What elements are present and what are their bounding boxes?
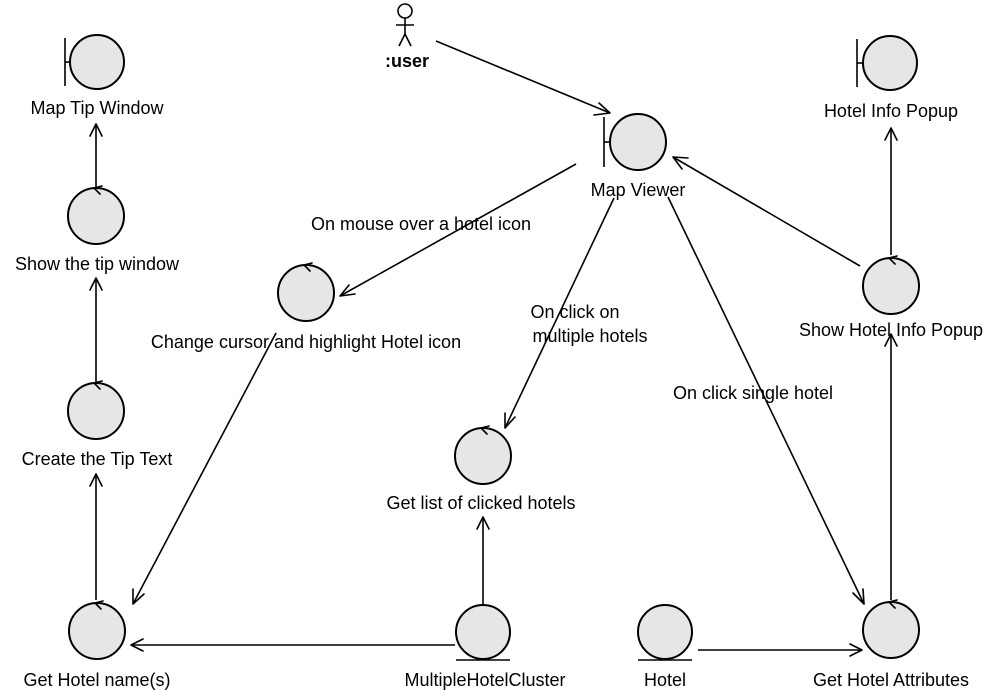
control-label: Get Hotel name(s) <box>23 670 170 690</box>
show-popup-to-map-viewer-connector <box>672 156 861 267</box>
control-label: Get Hotel Attributes <box>813 670 969 690</box>
entity-multiple-hotel-cluster: MultipleHotelCluster <box>404 604 566 690</box>
boundary-icon <box>64 34 125 90</box>
control-icon <box>67 380 125 440</box>
flow-label-mouse-over: On mouse over a hotel icon <box>311 214 531 234</box>
boundary-label: Map Viewer <box>591 180 686 200</box>
entity-label: MultipleHotelCluster <box>404 670 565 690</box>
control-label: Create the Tip Text <box>22 449 173 469</box>
flow-labels: On mouse over a hotel icon On click on m… <box>311 214 833 403</box>
create-tip-text-to-show-tip-connector <box>89 277 103 384</box>
connectors <box>89 40 898 657</box>
entity-hotel: Hotel <box>637 604 693 690</box>
control-label: Get list of clicked hotels <box>386 493 575 513</box>
map-viewer-to-get-clicked-hotels-connector <box>504 197 615 429</box>
boundary-label: Hotel Info Popup <box>824 101 958 121</box>
control-label: Show Hotel Info Popup <box>799 320 983 340</box>
control-get-hotel-names: Get Hotel name(s) <box>23 600 171 690</box>
map-viewer-to-get-hotel-attributes-connector <box>667 196 865 605</box>
get-names-to-create-tip-text-connector <box>89 473 103 600</box>
get-attributes-to-show-popup-connector <box>884 333 898 600</box>
stick-figure-icon <box>396 3 414 47</box>
map-viewer-to-change-cursor-connector <box>339 163 577 297</box>
control-show-hotel-info-popup: Show Hotel Info Popup <box>799 255 983 340</box>
user-actor: :user <box>385 3 429 71</box>
boundary-hotel-info-popup: Hotel Info Popup <box>824 35 958 121</box>
boundary-map-viewer: Map Viewer <box>591 113 686 200</box>
control-icon <box>862 255 920 315</box>
flow-label-click-single: On click single hotel <box>673 383 833 403</box>
control-change-cursor: Change cursor and highlight Hotel icon <box>151 262 461 352</box>
control-create-tip-text: Create the Tip Text <box>22 380 173 469</box>
boundary-label: Map Tip Window <box>30 98 164 118</box>
control-show-tip-window: Show the tip window <box>15 185 180 274</box>
boundary-icon <box>603 113 667 171</box>
show-popup-to-hotel-info-popup-connector <box>884 127 898 255</box>
entity-label: Hotel <box>644 670 686 690</box>
control-get-clicked-hotels: Get list of clicked hotels <box>386 425 576 513</box>
boundary-icon <box>856 35 918 91</box>
control-label: Show the tip window <box>15 254 180 274</box>
entity-icon <box>637 604 693 661</box>
change-cursor-to-get-hotel-names-connector <box>132 332 277 605</box>
control-icon <box>68 600 126 660</box>
boundary-map-tip-window: Map Tip Window <box>30 34 165 118</box>
control-icon <box>454 425 512 485</box>
flow-label-click-multiple-line1: On click on <box>530 302 619 322</box>
control-icon <box>277 262 335 322</box>
control-label: Change cursor and highlight Hotel icon <box>151 332 461 352</box>
control-get-hotel-attributes: Get Hotel Attributes <box>813 599 969 690</box>
control-icon <box>67 185 125 245</box>
cluster-to-get-hotel-names-connector <box>130 638 455 652</box>
show-tip-to-map-tip-window-connector <box>89 123 103 188</box>
entity-icon <box>455 604 511 661</box>
cluster-to-get-clicked-hotels-connector <box>476 516 490 605</box>
control-icon <box>862 599 920 659</box>
hotel-to-get-attributes-connector <box>698 643 863 657</box>
actor-label: :user <box>385 51 429 71</box>
user-to-map-viewer-connector <box>435 40 611 116</box>
flow-label-click-multiple-line2: multiple hotels <box>532 326 647 346</box>
